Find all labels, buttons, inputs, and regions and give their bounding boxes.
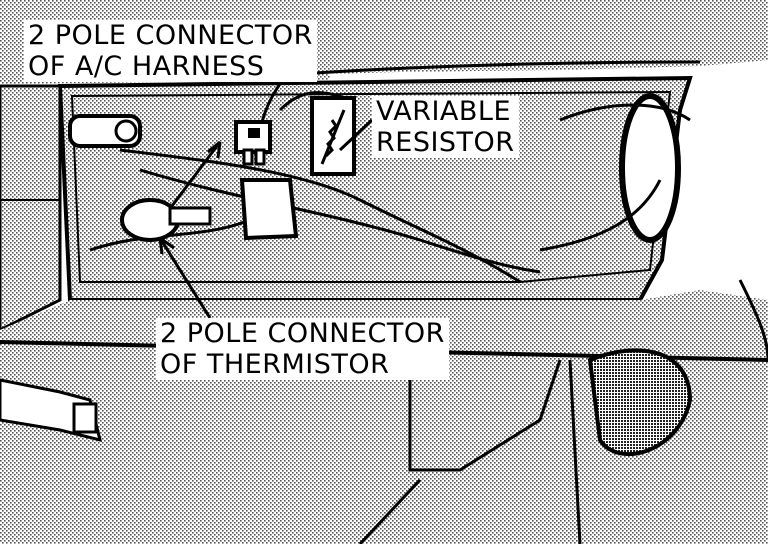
- label-line: 2 POLE CONNECTOR: [28, 20, 313, 51]
- label-line: OF THERMISTOR: [160, 349, 390, 380]
- wire-harness: [119, 148, 521, 284]
- label-thermistor-connector: 2 POLE CONNECTOR OF THERMISTOR: [156, 318, 449, 380]
- leader-thermistor: [158, 140, 222, 319]
- leader-resistor: [338, 118, 374, 152]
- left-side-wall: [0, 84, 62, 332]
- label-variable-resistor: VARIABLE RESISTOR: [372, 96, 519, 158]
- label-line: VARIABLE: [376, 96, 512, 127]
- label-line: RESISTOR: [376, 127, 515, 158]
- grille: [587, 348, 693, 457]
- label-ac-harness-connector: 2 POLE CONNECTOR OF A/C HARNESS: [24, 20, 317, 82]
- duct-outlet: [619, 93, 681, 243]
- label-line: OF A/C HARNESS: [28, 51, 265, 82]
- dash-lower-edge: [299, 60, 701, 76]
- module-box: [239, 178, 299, 241]
- inner-cavity: [70, 90, 672, 283]
- label-line: 2 POLE CONNECTOR: [160, 318, 445, 349]
